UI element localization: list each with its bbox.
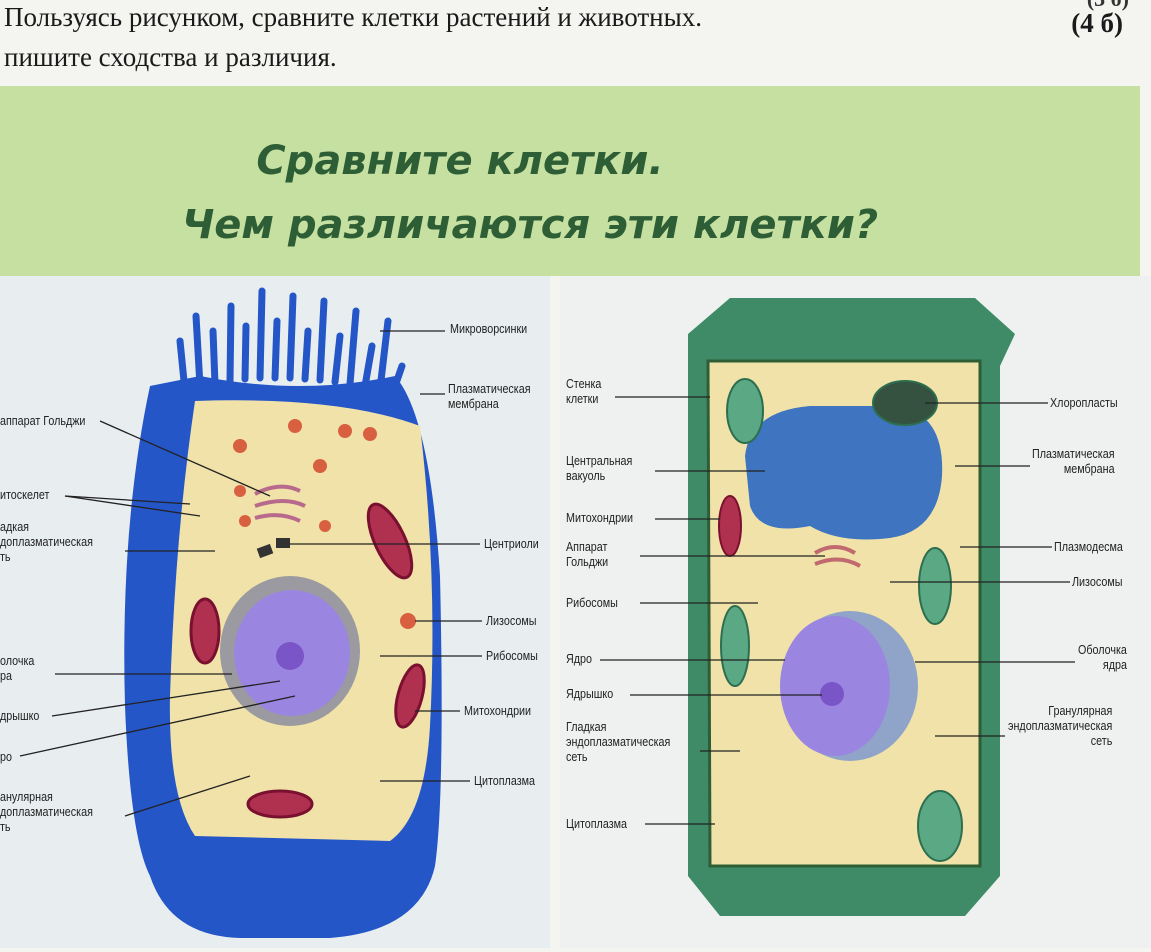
task-points: (4 б) [1071, 8, 1123, 38]
label-animal-cytoplasm: Цитоплазма [474, 774, 535, 788]
plant-mitochondria [718, 495, 742, 557]
label-animal-ribosomes: Рибосомы [486, 649, 538, 663]
label-animal-plasma-membrane: Плазматическая мембрана [448, 382, 531, 411]
label-plant-nucleus: Ядро [566, 652, 593, 666]
plant-cell-panel: Стенка клетки Центральная вакуоль Митохо… [560, 276, 1151, 948]
plant-central-vacuole [745, 406, 943, 540]
animal-cell-illustration [19, 287, 482, 938]
animal-centrioles [256, 538, 290, 559]
banner-title-line1: Сравните клетки. [256, 138, 664, 184]
plant-nucleolus [820, 682, 844, 706]
label-animal-cytoskeleton: итоскелет [0, 488, 50, 502]
task-text-line1: Пользуясь рисунком, сравните клетки раст… [4, 2, 703, 32]
label-animal-mitochondria: Митохондрии [464, 704, 532, 718]
animal-golgi [254, 484, 306, 523]
label-plant-nucleolus: Ядрышко [566, 687, 614, 701]
plant-chloroplasts [720, 378, 963, 862]
label-plant-central-vacuole: Центральная вакуоль [566, 454, 633, 483]
label-animal-nucleus: ро [0, 750, 12, 764]
label-plant-cell-wall: Стенка клетки [566, 377, 602, 406]
task-text-line2: пишите сходства и различия. [4, 42, 337, 72]
animal-cell-panel: Микроворсинки Плазматическая мембрана ап… [0, 276, 550, 948]
label-plant-golgi: Аппарат Гольджи [566, 540, 609, 569]
label-plant-plasmodesma: Плазмодесма [1054, 540, 1123, 554]
label-animal-smooth-er: адкая доплазматическая ть [0, 520, 93, 564]
label-plant-chloroplasts: Хлоропласты [1050, 396, 1118, 410]
label-plant-mitochondria: Митохондрии [566, 511, 634, 525]
label-animal-centrioles: Центриоли [484, 537, 539, 551]
banner-title-line2: Чем различаются эти клетки? [181, 202, 879, 248]
animal-nucleolus [276, 642, 304, 670]
animal-mitochondria [189, 502, 426, 819]
label-plant-nuclear-envelope: Оболочка ядра [1078, 643, 1127, 672]
title-banner: Сравните клетки. Чем различаются эти кле… [0, 86, 1140, 276]
label-plant-plasma-membrane: Плазматическая мембрана [1032, 447, 1115, 476]
label-animal-rough-er: анулярная доплазматическая ть [0, 790, 93, 834]
label-plant-cytoplasm: Цитоплазма [566, 817, 627, 831]
label-plant-smooth-er: Гладкая эндоплазматическая сеть [566, 720, 671, 764]
label-plant-ribosomes: Рибосомы [566, 596, 618, 610]
animal-label-lines [19, 330, 482, 817]
plant-label-lines [600, 396, 1075, 825]
animal-lysosomes [233, 419, 416, 629]
plant-golgi [813, 545, 862, 568]
label-plant-rough-er: Гранулярная эндоплазматическая сеть [1008, 704, 1113, 748]
label-animal-golgi: аппарат Гольджи [0, 414, 86, 428]
label-plant-lysosomes: Лизосомы [1072, 575, 1123, 589]
label-animal-nuclear-envelope: олочка ра [0, 654, 35, 683]
label-animal-microvilli: Микроворсинки [450, 322, 528, 336]
points-top: (3 б) [1087, 0, 1129, 12]
label-animal-nucleolus: дрышко [0, 709, 40, 723]
plant-cell-illustration [600, 298, 1075, 916]
microvilli [176, 287, 406, 396]
label-animal-lysosomes: Лизосомы [486, 614, 537, 628]
